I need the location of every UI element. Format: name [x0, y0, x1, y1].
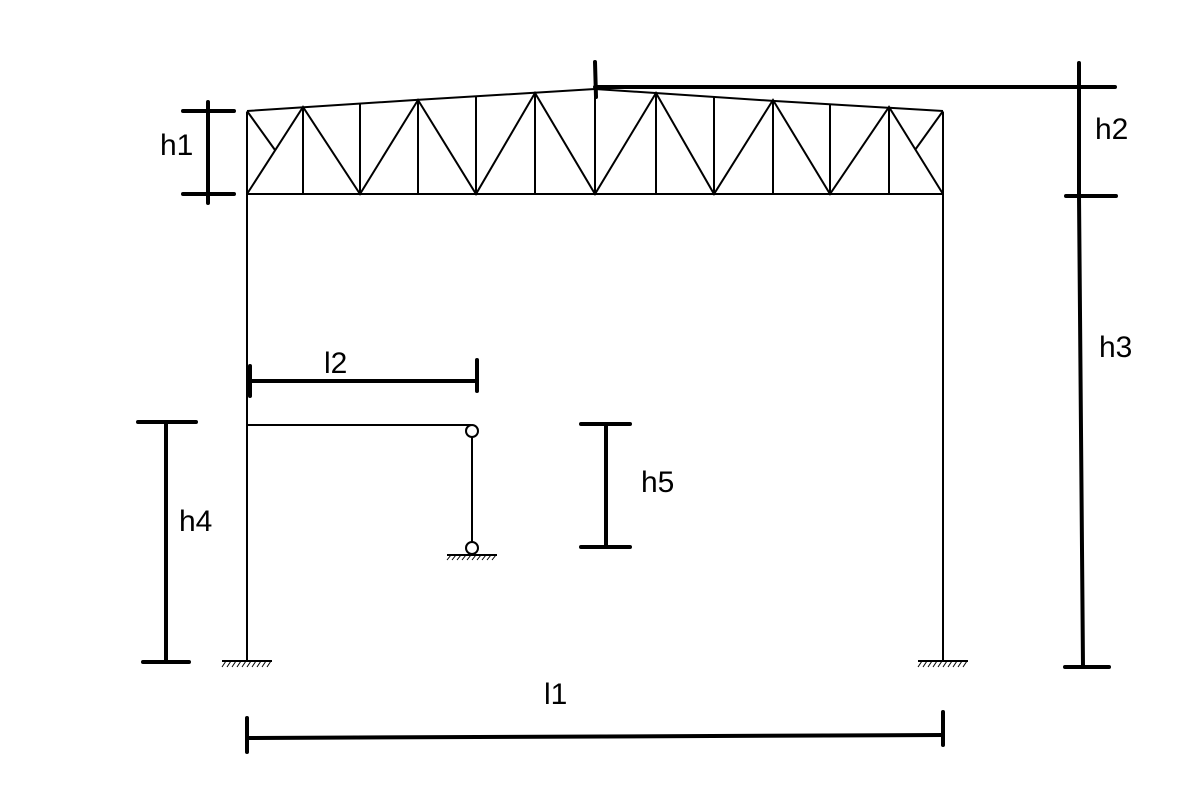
label-h2: h2 — [1095, 113, 1128, 146]
label-h4: h4 — [179, 505, 212, 538]
dimension-h2 — [593, 60, 1118, 198]
truss-end-brace-left — [246, 110, 276, 151]
label-h5: h5 — [641, 466, 674, 499]
frame-columns — [246, 112, 944, 661]
dimension-h1 — [181, 100, 236, 205]
fixed-support-left — [221, 660, 272, 668]
dimension-h5 — [579, 422, 632, 549]
label-h3: h3 — [1099, 331, 1132, 364]
pin-joint-top — [465, 424, 479, 438]
dimension-h4 — [136, 420, 198, 664]
pin-support-hatch — [446, 554, 497, 561]
label-h1: h1 — [160, 129, 193, 162]
truss-diagonals — [246, 91, 944, 196]
pin-support-bottom — [465, 541, 479, 555]
roof-truss — [246, 87, 944, 196]
label-l2: l2 — [324, 347, 347, 380]
label-l1: l1 — [544, 678, 567, 711]
truss-end-brace-right — [914, 110, 944, 151]
dimension-l2 — [248, 358, 479, 398]
fixed-support-right — [917, 660, 968, 668]
platform-frame — [247, 424, 497, 556]
dimension-l1 — [245, 710, 945, 754]
dimension-h3 — [1063, 194, 1111, 669]
